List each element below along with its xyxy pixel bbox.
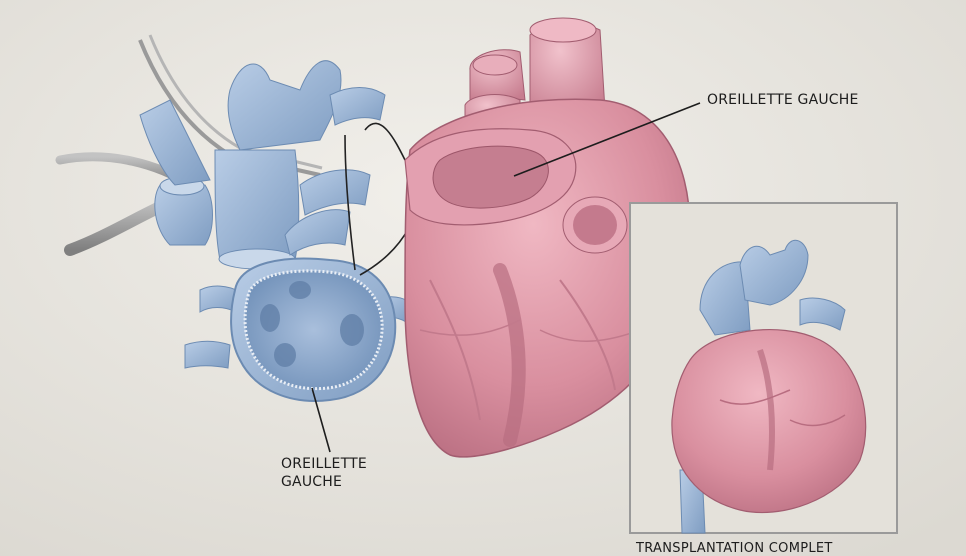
inset-caption: TRANSPLANTATION COMPLET	[636, 541, 833, 556]
inset-panel	[630, 203, 897, 533]
label-left-atrium-recipient: OREILLETTE GAUCHE	[281, 455, 401, 491]
recipient-left-atrium-cuff	[231, 259, 395, 401]
label-line-2: GAUCHE	[281, 473, 401, 491]
label-line-1: OREILLETTE	[281, 455, 401, 473]
label-left-atrium-donor: OREILLETTE GAUCHE	[707, 91, 859, 109]
